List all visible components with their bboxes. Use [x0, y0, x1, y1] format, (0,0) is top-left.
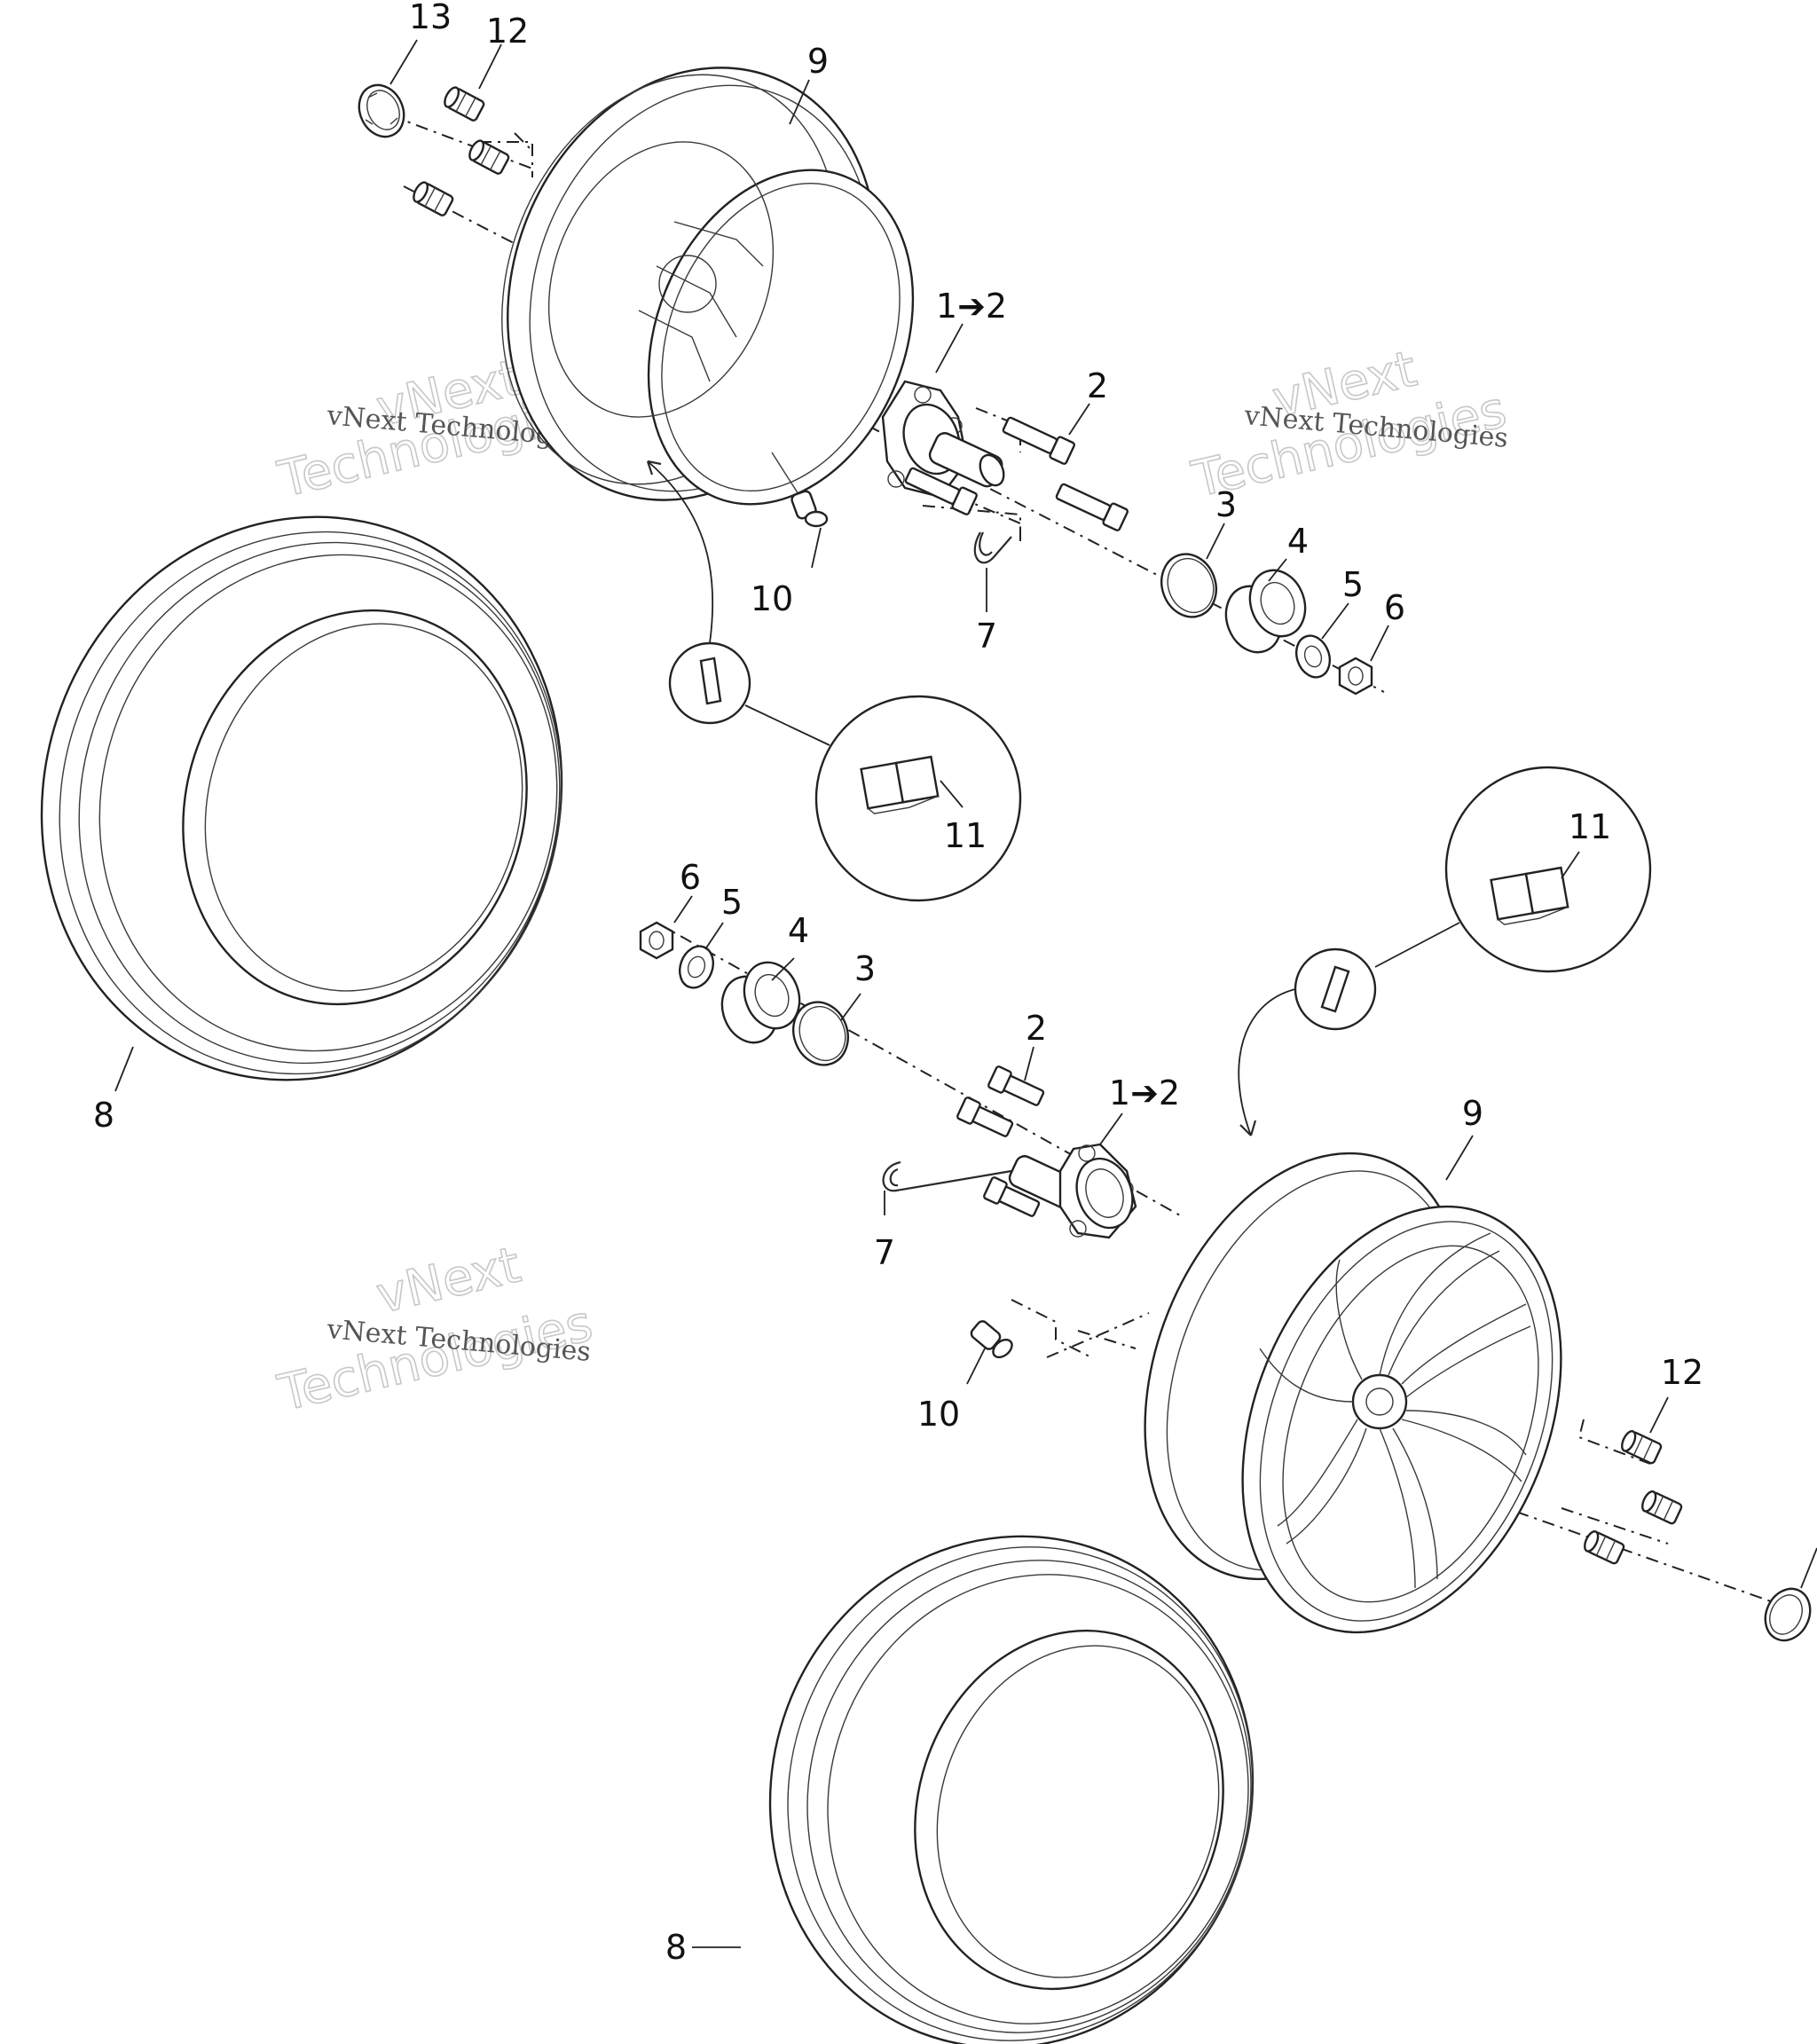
- lug-nuts-bottom: [1584, 1430, 1683, 1565]
- washer-top: [1294, 634, 1332, 679]
- callout-9-bottom: 9: [1462, 1094, 1483, 1133]
- studs-top: [904, 416, 1129, 531]
- cotter-pin-top: [973, 531, 1012, 564]
- callout-5-top: 5: [1342, 565, 1364, 604]
- callout-6-top: 6: [1384, 588, 1405, 627]
- callout-3-top: 3: [1215, 485, 1237, 524]
- callout-10-bottom: 10: [917, 1395, 960, 1434]
- tire-top: [40, 515, 563, 1081]
- valve-stem-bottom: [970, 1320, 1013, 1359]
- watermark-big-line1: vNext: [372, 1237, 526, 1325]
- balance-weight-detail-top: [646, 460, 1022, 902]
- callout-numbers: 13 12 9 1➔2 2 3 4 5 6 10 7 11 8 6 5 4 3 …: [93, 0, 1703, 1967]
- hub-flange-bottom: [1008, 1143, 1137, 1239]
- tire-bottom: [768, 1535, 1255, 2044]
- callout-13-top: 13: [409, 0, 452, 36]
- callout-leaders: [114, 39, 1669, 1948]
- callout-11-bottom: 11: [1569, 807, 1611, 846]
- callout-3-bottom: 3: [854, 949, 876, 988]
- watermark-top-right: vNext Technologies vNext Technologies: [1186, 340, 1513, 510]
- hub-flange-top: [881, 380, 1005, 499]
- callout-9-top: 9: [807, 42, 829, 81]
- callout-8-top: 8: [93, 1096, 114, 1135]
- nut-bottom: [639, 921, 674, 960]
- bearing-bottom: [720, 961, 801, 1044]
- callout-5-bottom: 5: [721, 883, 743, 922]
- callout-7-top: 7: [976, 617, 997, 656]
- lug-nuts-top: [413, 86, 510, 216]
- washer-bottom: [678, 945, 715, 989]
- bearing-top: [1224, 569, 1307, 654]
- callout-6-bottom: 6: [680, 858, 701, 897]
- snap-ring-bottom: [792, 1001, 849, 1066]
- callout-2-top: 2: [1087, 366, 1108, 405]
- watermark-mid-left: vNext Technologies vNext Technologies: [272, 1236, 599, 1424]
- callout-4-bottom: 4: [788, 911, 809, 950]
- callout-7-bottom: 7: [874, 1233, 895, 1272]
- rim-top: [501, 67, 915, 506]
- hub-cap-top: [358, 83, 405, 138]
- nut-top: [1338, 656, 1373, 696]
- callout-4-top: 4: [1287, 522, 1309, 561]
- callout-1to2-bottom: 1➔2: [1109, 1073, 1180, 1112]
- callout-10-top: 10: [751, 579, 793, 618]
- callout-11-top: 11: [944, 816, 987, 855]
- hub-cap-bottom: [1764, 1547, 1817, 1642]
- snap-ring-top: [1160, 553, 1217, 618]
- callout-12-top: 12: [486, 12, 529, 51]
- callout-2-bottom: 2: [1026, 1009, 1047, 1048]
- rim-bottom: [1144, 1152, 1562, 1634]
- callout-8-bottom: 8: [665, 1928, 687, 1967]
- studs-bottom: [956, 1065, 1045, 1217]
- cotter-pin-bottom: [882, 1160, 1012, 1192]
- callout-1to2-top: 1➔2: [936, 287, 1007, 326]
- callout-12-bottom: 12: [1661, 1353, 1703, 1392]
- valve-stem-top: [771, 452, 829, 528]
- balance-weight-detail-bottom: [1238, 766, 1652, 1136]
